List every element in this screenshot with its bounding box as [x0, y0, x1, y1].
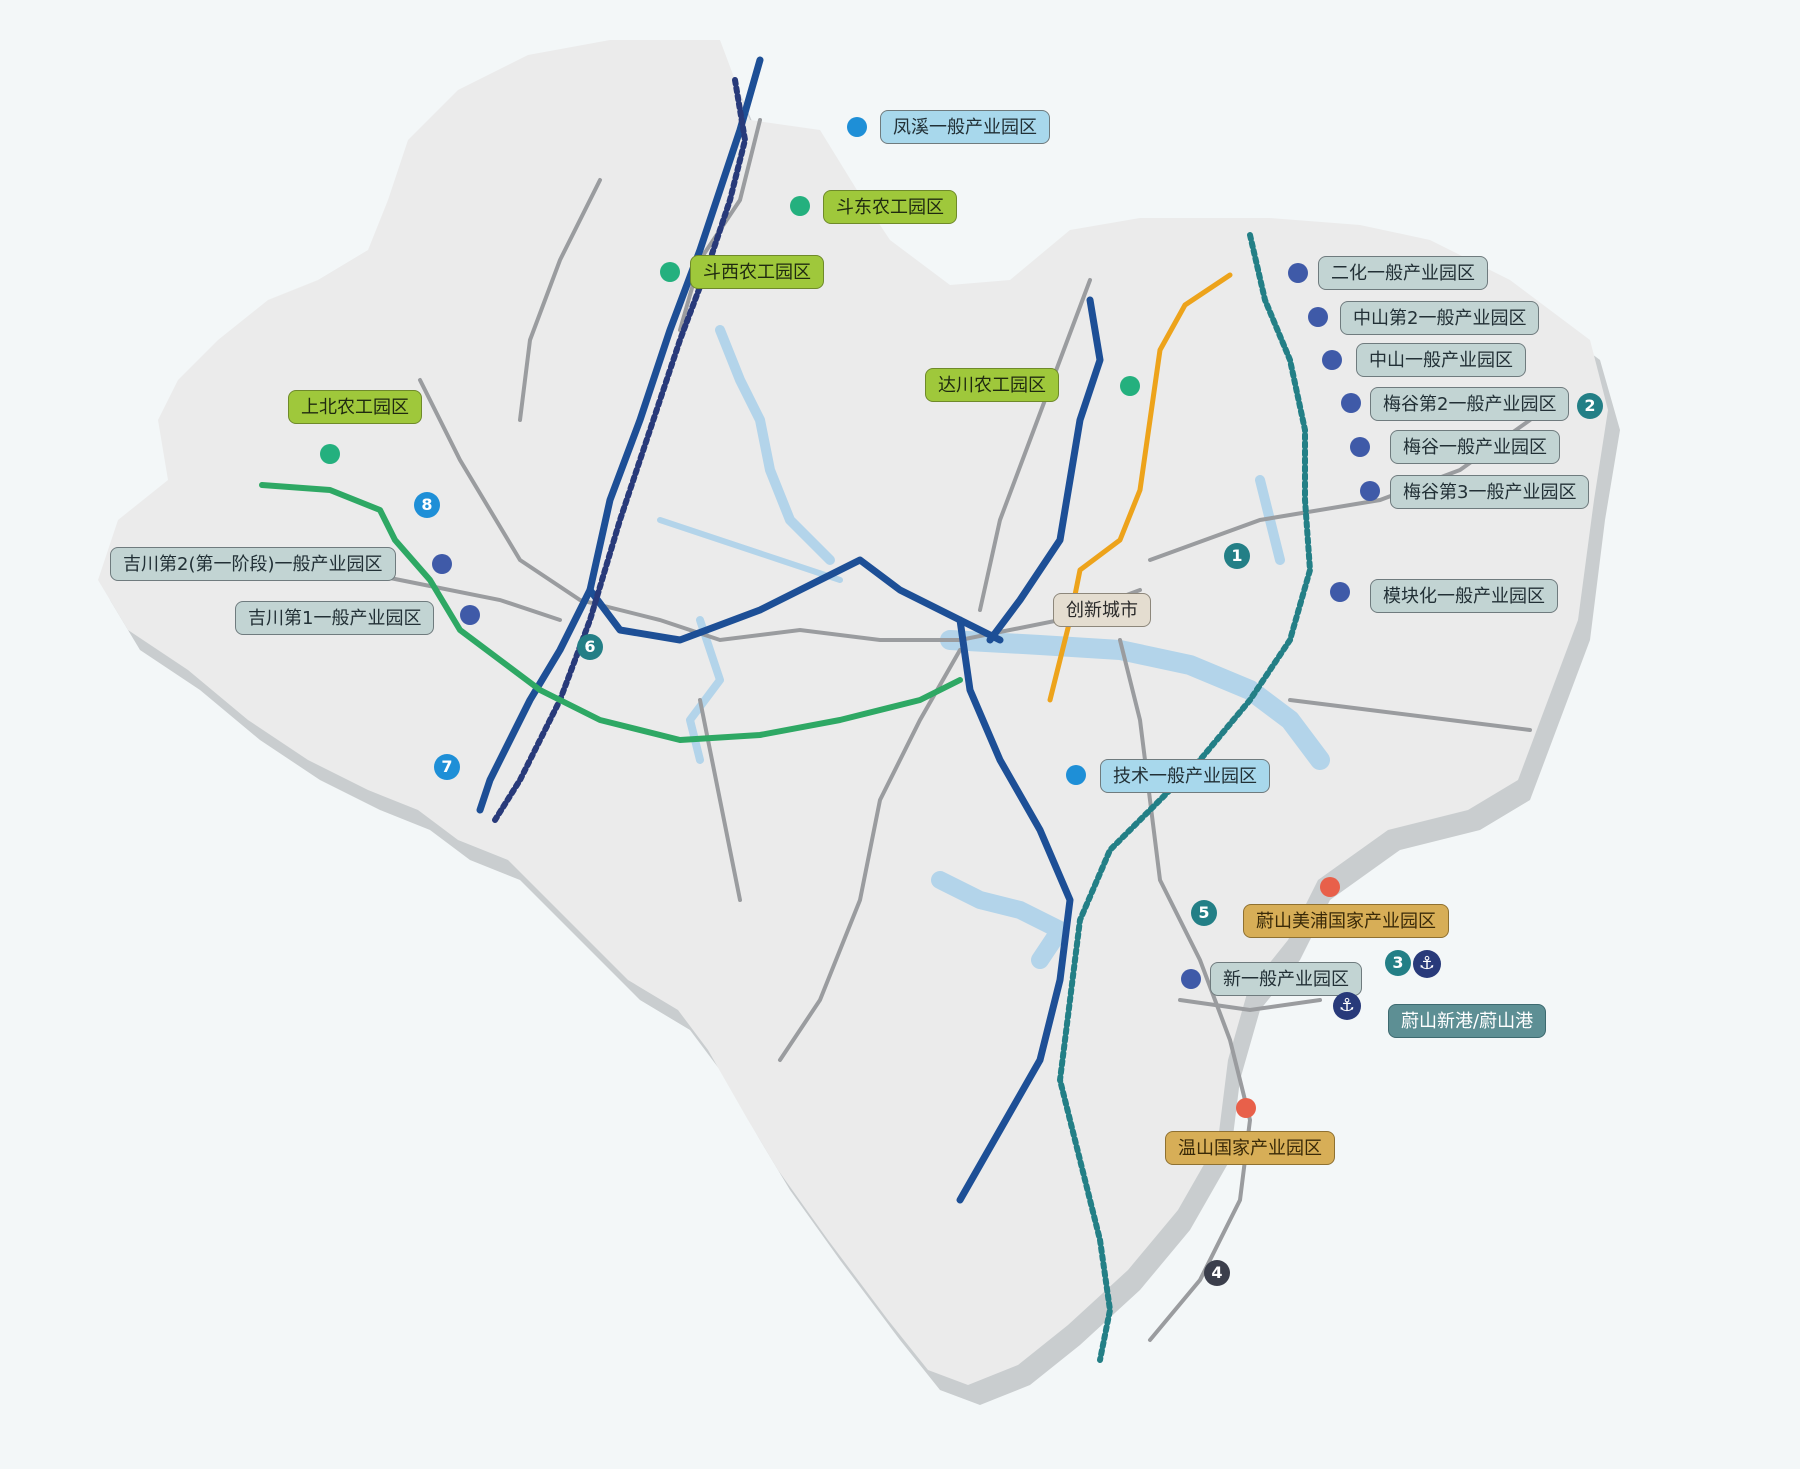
park-dot-jishu[interactable]	[1066, 765, 1086, 785]
park-dot-xin[interactable]	[1181, 969, 1201, 989]
marker-1[interactable]: 1	[1224, 543, 1250, 569]
expressways	[476, 56, 1104, 1204]
park-label-chuangxin[interactable]: 创新城市	[1053, 593, 1151, 627]
marker-7[interactable]: 7	[434, 754, 460, 780]
park-dot-erhua[interactable]	[1288, 263, 1308, 283]
park-label-meigu3[interactable]: 梅谷第3一般产业园区	[1390, 475, 1590, 509]
marker-3[interactable]: 3	[1385, 950, 1411, 976]
marker-4[interactable]: 4	[1204, 1260, 1230, 1286]
park-dot-shangbei[interactable]	[320, 444, 340, 464]
park-label-mokuaihua[interactable]: 模块化一般产业园区	[1370, 579, 1558, 613]
park-dot-jichuan2[interactable]	[432, 554, 452, 574]
park-label-fengxi[interactable]: 凤溪一般产业园区	[880, 110, 1050, 144]
park-dot-wenshan[interactable]	[1236, 1098, 1256, 1118]
park-dot-dachuan[interactable]	[1120, 376, 1140, 396]
orange-line	[1047, 272, 1233, 703]
park-dot-zhongshan2[interactable]	[1308, 307, 1328, 327]
park-label-erhua[interactable]: 二化一般产业园区	[1318, 256, 1488, 290]
park-dot-meigu[interactable]	[1350, 437, 1370, 457]
park-label-meigu2[interactable]: 梅谷第2一般产业园区	[1370, 387, 1570, 421]
park-dot-meigu2[interactable]	[1341, 393, 1361, 413]
park-label-shangbei[interactable]: 上北农工园区	[288, 390, 422, 424]
park-dot-doudong[interactable]	[790, 196, 810, 216]
park-label-douxi[interactable]: 斗西农工园区	[690, 255, 824, 289]
park-label-meigu[interactable]: 梅谷一般产业园区	[1390, 430, 1560, 464]
green-line	[259, 482, 963, 743]
park-dot-douxi[interactable]	[660, 262, 680, 282]
anchor-icon[interactable]: ⚓	[1413, 950, 1441, 978]
park-label-meipu[interactable]: 蔚山美浦国家产业园区	[1243, 904, 1449, 938]
park-dot-meigu3[interactable]	[1360, 481, 1380, 501]
park-label-jichuan1[interactable]: 吉川第1一般产业园区	[235, 601, 435, 635]
marker-2[interactable]: 2	[1577, 393, 1603, 419]
marker-5[interactable]: 5	[1191, 900, 1217, 926]
park-label-doudong[interactable]: 斗东农工园区	[823, 190, 957, 224]
park-label-dachuan[interactable]: 达川农工园区	[925, 368, 1059, 402]
park-label-port[interactable]: 蔚山新港/蔚山港	[1388, 1004, 1547, 1038]
park-dot-jichuan1[interactable]	[460, 605, 480, 625]
park-label-xin[interactable]: 新一般产业园区	[1210, 962, 1362, 996]
park-label-zhongshan[interactable]: 中山一般产业园区	[1356, 343, 1526, 377]
park-label-wenshan[interactable]: 温山国家产业园区	[1165, 1131, 1335, 1165]
park-label-jichuan2[interactable]: 吉川第2(第一阶段)一般产业园区	[110, 547, 396, 581]
anchor-icon[interactable]: ⚓	[1333, 992, 1361, 1020]
park-label-zhongshan2[interactable]: 中山第2一般产业园区	[1340, 301, 1540, 335]
water	[657, 325, 1330, 969]
park-dot-zhongshan[interactable]	[1322, 350, 1342, 370]
marker-6[interactable]: 6	[577, 634, 603, 660]
park-dot-meipu[interactable]	[1320, 877, 1340, 897]
marker-8[interactable]: 8	[414, 492, 440, 518]
park-dot-fengxi[interactable]	[847, 117, 867, 137]
park-label-jishu[interactable]: 技术一般产业园区	[1100, 759, 1270, 793]
park-dot-mokuaihua[interactable]	[1330, 582, 1350, 602]
